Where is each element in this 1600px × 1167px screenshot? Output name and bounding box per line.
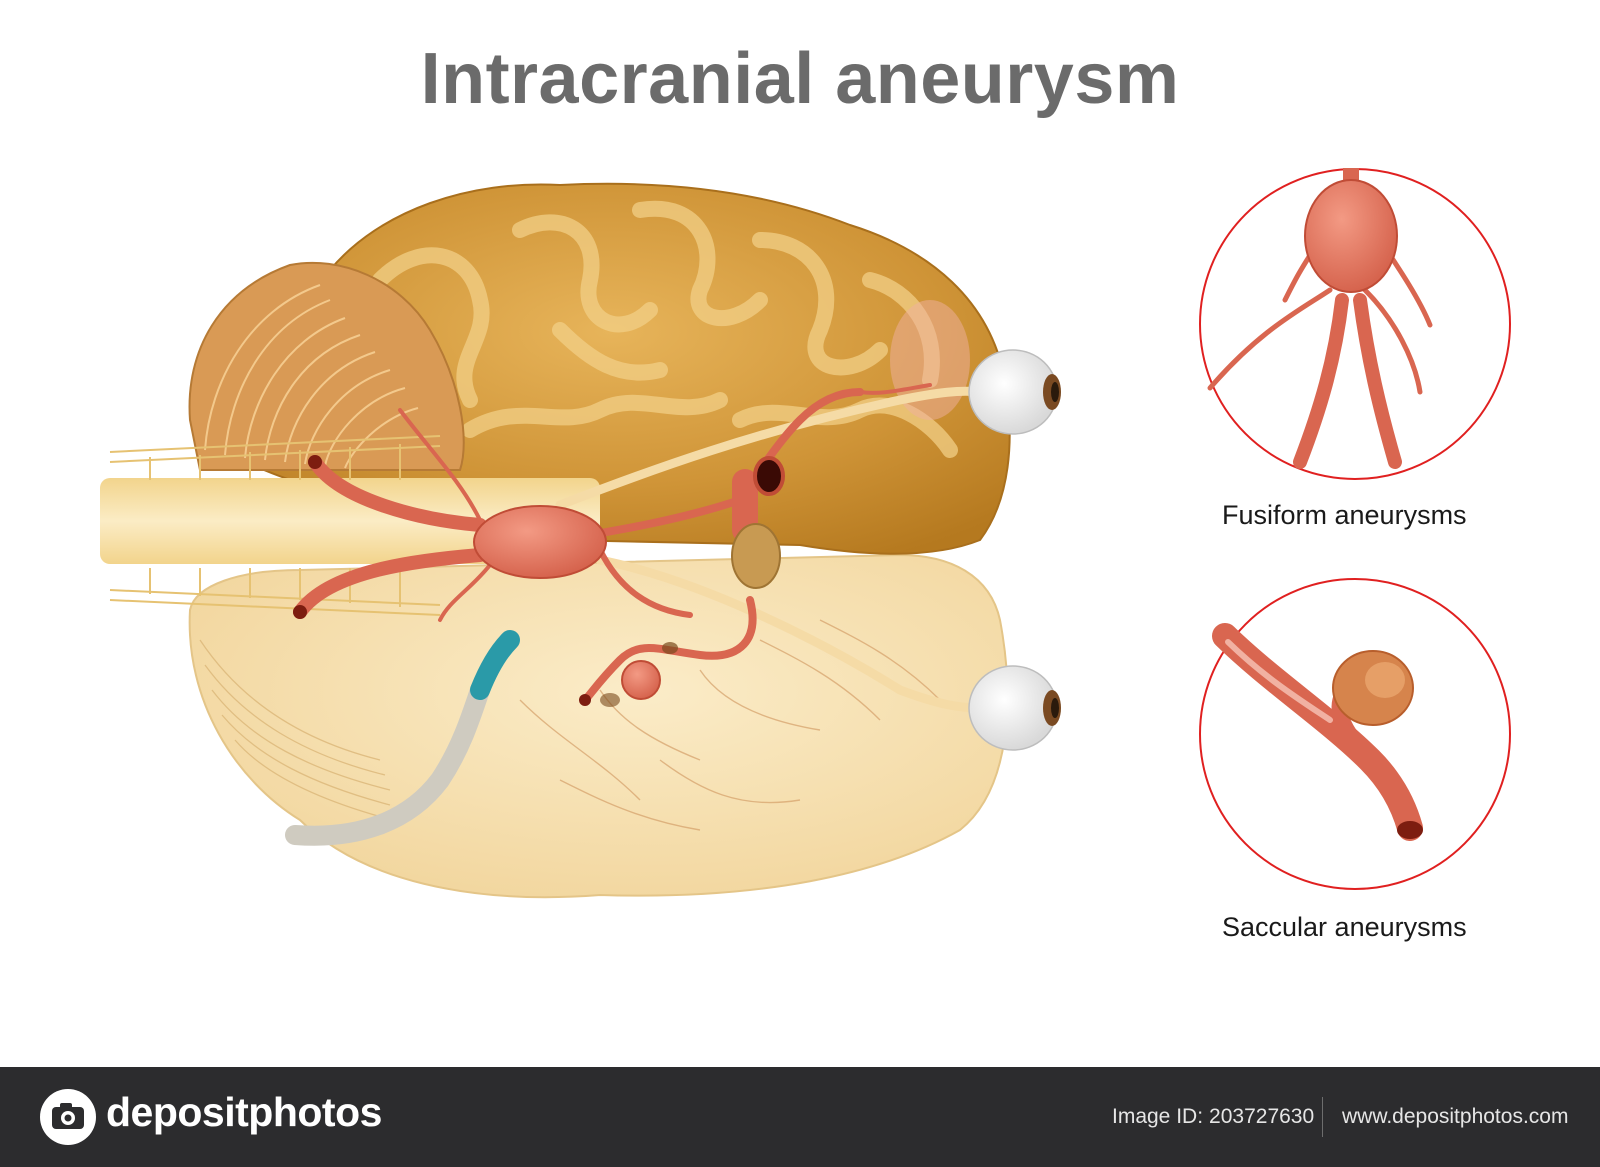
carotid-lumen [753, 456, 785, 496]
footer-divider [1322, 1097, 1323, 1137]
image-id: Image ID:203727630 [1112, 1105, 1314, 1129]
vessel-end-top [308, 455, 322, 469]
diagram-title: Intracranial aneurysm [420, 39, 1180, 119]
bleed-spot-2 [600, 693, 620, 707]
bleed-spot [662, 642, 678, 654]
cerebellum-lower [199, 639, 391, 819]
vessel-end-mid [579, 694, 591, 706]
surface-vessels [519, 619, 941, 831]
image-id-value: 203727630 [1209, 1105, 1315, 1128]
catheter-tip [470, 630, 520, 700]
brain-illustration [100, 168, 1511, 899]
fusiform-panel [1199, 168, 1511, 480]
image-id-label: Image ID: [1112, 1105, 1204, 1128]
basilar-fusiform-aneurysm [473, 505, 607, 579]
saccular-caption: Saccular aneurysms [1222, 912, 1467, 942]
spinal-nerves [109, 435, 441, 616]
saccular-panel [1199, 578, 1511, 890]
cerebellum-upper [188, 261, 465, 471]
site-url-link[interactable]: www.depositphotos.com [1342, 1105, 1569, 1128]
fusiform-bulge [1304, 179, 1398, 293]
eye-upper [968, 349, 1061, 435]
eye-lower [968, 665, 1061, 751]
footer-bar: depositphotos Image ID:203727630 www.dep… [0, 1067, 1600, 1167]
vessel-end-bottom [293, 605, 307, 619]
fusiform-caption: Fusiform aneurysms [1222, 500, 1467, 530]
saccular-aneurysm-small [621, 660, 661, 700]
optic-nerves [555, 386, 985, 713]
camera-logo-icon [40, 1089, 96, 1145]
catheter [285, 680, 490, 846]
brand-logo-text[interactable]: depositphotos [106, 1089, 382, 1135]
saccular-aneurysm-brown [731, 523, 781, 589]
